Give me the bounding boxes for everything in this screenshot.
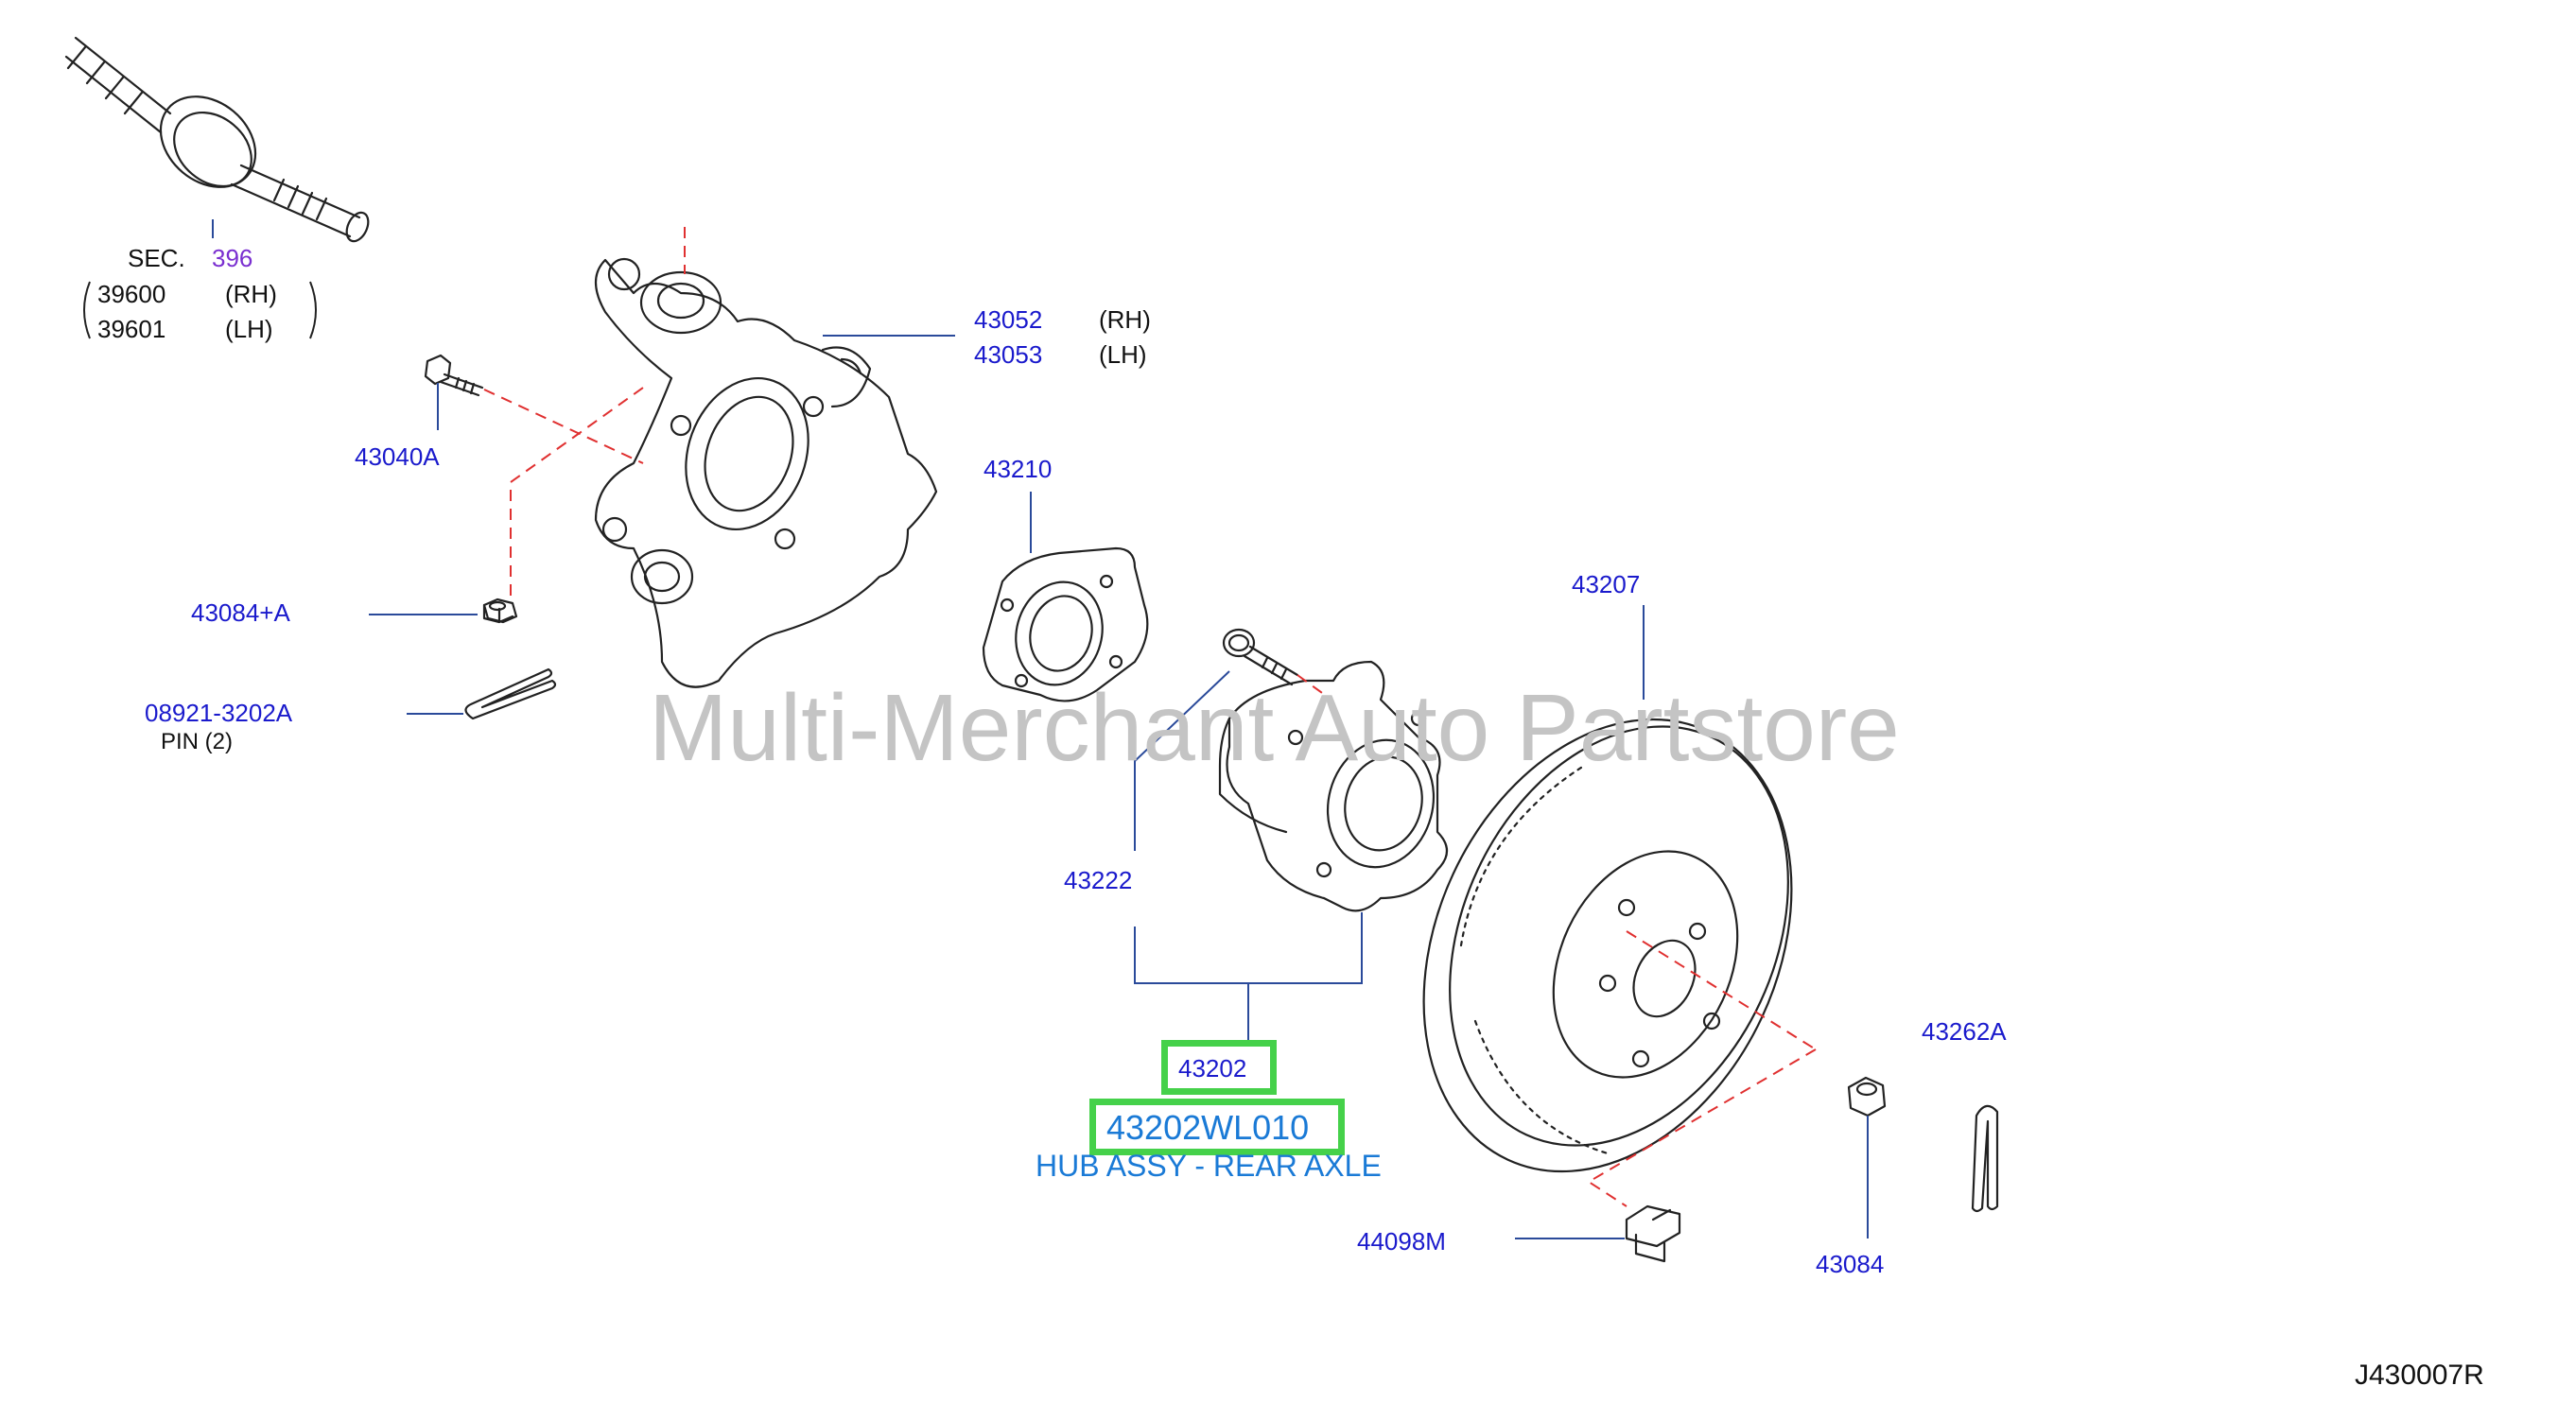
brake-rotor-illustration bbox=[1422, 718, 1793, 1173]
section-number-link[interactable]: 396 bbox=[212, 244, 253, 272]
knuckle-rh-side: (RH) bbox=[1099, 305, 1151, 334]
part-43222-link[interactable]: 43222 bbox=[1064, 866, 1133, 894]
driveshaft-rh-side: (RH) bbox=[225, 280, 277, 308]
part-43210-link[interactable]: 43210 bbox=[983, 455, 1053, 483]
highlight-description: HUB ASSY - REAR AXLE bbox=[1036, 1149, 1382, 1183]
part-43084-link[interactable]: 43084 bbox=[1816, 1250, 1885, 1278]
baffle-plate-illustration bbox=[982, 546, 1149, 702]
driveshaft-lh-side: (LH) bbox=[225, 315, 273, 343]
part-08921-3202A-link[interactable]: 08921-3202A bbox=[145, 699, 293, 727]
hub-bolt-illustration bbox=[1222, 628, 1299, 686]
right-cotter-pin-illustration bbox=[1971, 1104, 1999, 1213]
watermark-text: Multi-Merchant Auto Partstore bbox=[649, 675, 1900, 781]
plug-illustration bbox=[1625, 1204, 1681, 1263]
part-43207-link[interactable]: 43207 bbox=[1572, 570, 1641, 598]
hub-part-highlight-box bbox=[1161, 1040, 1277, 1095]
pin-description: PIN (2) bbox=[161, 729, 234, 754]
part-number-highlight-box bbox=[1089, 1099, 1345, 1155]
diagram-code: J430007R bbox=[2355, 1360, 2484, 1391]
part-43040A-link[interactable]: 43040A bbox=[355, 442, 440, 471]
part-43262A-link[interactable]: 43262A bbox=[1922, 1017, 2007, 1046]
wheel-nut-illustration bbox=[1847, 1076, 1887, 1117]
cotter-pin-illustration bbox=[464, 667, 557, 720]
part-43202-link[interactable]: 43202 bbox=[1178, 1054, 1247, 1083]
knuckle-lh-part-link[interactable]: 43053 bbox=[974, 340, 1043, 369]
part-43084A-link[interactable]: 43084+A bbox=[191, 598, 290, 627]
driveshaft-rh-part[interactable]: 39600 bbox=[97, 280, 166, 308]
section-prefix: SEC. bbox=[128, 244, 185, 272]
knuckle-illustration bbox=[594, 257, 938, 688]
drive-shaft-illustration bbox=[64, 36, 370, 243]
hub-assembly-illustration bbox=[1218, 660, 1449, 912]
nut-illustration bbox=[482, 598, 518, 624]
highlight-part-number[interactable]: 43202WL010 bbox=[1106, 1108, 1310, 1147]
driveshaft-lh-part[interactable]: 39601 bbox=[97, 315, 166, 343]
knuckle-lh-side: (LH) bbox=[1099, 340, 1147, 369]
bolt-illustration bbox=[424, 354, 484, 397]
part-44098M-link[interactable]: 44098M bbox=[1357, 1227, 1446, 1256]
knuckle-rh-part-link[interactable]: 43052 bbox=[974, 305, 1043, 334]
